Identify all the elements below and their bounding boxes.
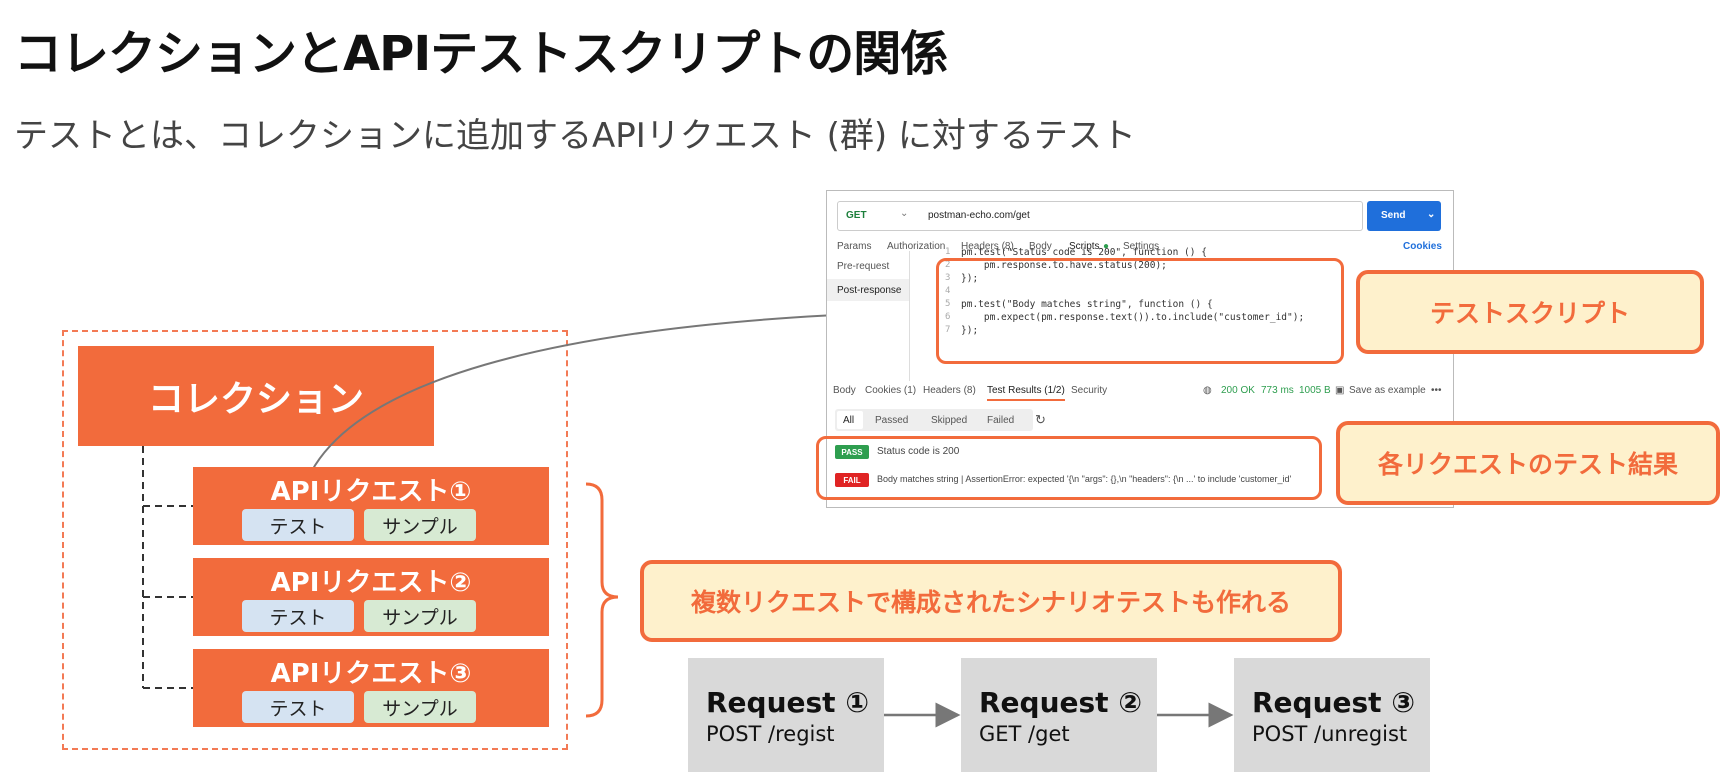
- callout-test-script: テストスクリプト: [1356, 270, 1704, 354]
- tab-headers[interactable]: Headers (8): [961, 241, 1014, 252]
- rtab-body[interactable]: Body: [833, 385, 856, 396]
- api-request-1: APIリクエスト① テスト サンプル: [193, 467, 549, 545]
- url-input[interactable]: postman-echo.com/get: [928, 210, 1030, 221]
- response-time: 773 ms: [1261, 385, 1294, 396]
- rtab-cookies[interactable]: Cookies (1): [865, 385, 917, 396]
- line-number: 7: [945, 325, 951, 335]
- code-line[interactable]: pm.test("Body matches string", function …: [961, 299, 1213, 310]
- line-number: 3: [945, 273, 951, 283]
- result-text: Body matches string | AssertionError: ex…: [877, 474, 1292, 484]
- side-post-response[interactable]: Post-response: [837, 285, 902, 296]
- response-size: 1005 B: [1299, 385, 1331, 396]
- flow-request-endpoint: POST /regist: [706, 722, 835, 746]
- chevron-down-icon[interactable]: ⌄: [900, 208, 909, 219]
- filter-skipped[interactable]: Skipped: [931, 415, 968, 426]
- response-tabs: Body Cookies (1) Headers (8) Test Result…: [827, 385, 1453, 405]
- result-text: Status code is 200: [877, 446, 960, 457]
- cookies-link[interactable]: Cookies: [1403, 241, 1442, 252]
- sample-chip: サンプル: [364, 600, 476, 632]
- tab-params[interactable]: Params: [837, 241, 872, 252]
- refresh-icon[interactable]: ↻: [1035, 412, 1046, 427]
- flow-request-1: Request ① POST /regist: [688, 658, 884, 772]
- line-number: 2: [945, 260, 951, 270]
- save-example-button[interactable]: Save as example: [1349, 385, 1426, 396]
- filter-tabs: All Passed Skipped Failed: [835, 409, 1033, 431]
- test-chip: テスト: [242, 509, 354, 541]
- callout-scenario: 複数リクエストで構成されたシナリオテストも作れる: [640, 560, 1342, 642]
- tab-scripts[interactable]: Scripts: [1069, 241, 1100, 252]
- brace-shape: [585, 482, 619, 718]
- globe-icon: ◍: [1203, 385, 1212, 396]
- test-chip: テスト: [242, 600, 354, 632]
- tab-body[interactable]: Body: [1029, 241, 1052, 252]
- save-icon[interactable]: ▣: [1335, 385, 1345, 396]
- flow-request-endpoint: GET /get: [979, 722, 1070, 746]
- code-line[interactable]: });: [961, 325, 979, 336]
- chevron-down-icon[interactable]: ⌄: [1427, 209, 1436, 220]
- url-bar[interactable]: GET ⌄ postman-echo.com/get: [837, 201, 1363, 231]
- filter-all[interactable]: All: [843, 415, 855, 426]
- flow-request-2: Request ② GET /get: [961, 658, 1157, 772]
- line-number: 5: [945, 299, 951, 309]
- tab-settings[interactable]: Settings: [1123, 241, 1160, 252]
- filter-passed[interactable]: Passed: [875, 415, 909, 426]
- rtab-test-results[interactable]: Test Results (1/2): [987, 385, 1065, 401]
- method-select[interactable]: GET: [846, 210, 867, 221]
- more-icon[interactable]: •••: [1431, 385, 1442, 396]
- callout-test-results: 各リクエストのテスト結果: [1336, 421, 1720, 505]
- fail-badge: FAIL: [835, 473, 869, 487]
- sample-chip: サンプル: [364, 691, 476, 723]
- sample-chip: サンプル: [364, 509, 476, 541]
- send-label: Send: [1381, 210, 1406, 221]
- script-sidebar: Pre-request Post-response: [827, 251, 909, 381]
- pass-badge: PASS: [835, 445, 869, 459]
- page-subtitle: テストとは、コレクションに追加するAPIリクエスト (群) に対するテスト: [14, 116, 1136, 156]
- flow-request-title: Request ③: [1252, 686, 1416, 719]
- api-request-2: APIリクエスト② テスト サンプル: [193, 558, 549, 636]
- api-request-title: APIリクエスト①: [270, 477, 472, 507]
- code-line[interactable]: pm.expect(pm.response.text()).to.include…: [961, 312, 1305, 323]
- line-number: 1: [945, 247, 951, 257]
- test-to-script-arrow: [298, 301, 942, 508]
- line-number: 6: [945, 312, 951, 322]
- send-button[interactable]: Send ⌄: [1367, 201, 1441, 231]
- active-dot-icon: ●: [1103, 241, 1110, 252]
- script-highlight: [936, 258, 1344, 364]
- tab-authorization[interactable]: Authorization: [887, 241, 946, 252]
- page-title: コレクションとAPIテストスクリプトの関係: [14, 26, 948, 82]
- side-pre-request[interactable]: Pre-request: [837, 261, 890, 272]
- rtab-security[interactable]: Security: [1071, 385, 1108, 396]
- test-chip: テスト: [242, 691, 354, 723]
- flow-request-title: Request ②: [979, 686, 1143, 719]
- filter-active-bg: [837, 411, 863, 429]
- flow-request-endpoint: POST /unregist: [1252, 722, 1408, 746]
- divider: [909, 251, 910, 381]
- line-number: 4: [945, 286, 951, 296]
- code-line[interactable]: pm.response.to.have.status(200);: [961, 260, 1167, 271]
- code-line[interactable]: });: [961, 273, 979, 284]
- collection-boundary: [62, 330, 568, 750]
- filter-failed[interactable]: Failed: [987, 415, 1015, 426]
- flow-request-3: Request ③ POST /unregist: [1234, 658, 1430, 772]
- api-request-title: APIリクエスト②: [270, 568, 472, 598]
- collection-header: コレクション: [78, 346, 434, 446]
- flow-request-title: Request ①: [706, 686, 870, 719]
- api-request-3: APIリクエスト③ テスト サンプル: [193, 649, 549, 727]
- results-highlight: [816, 436, 1322, 500]
- side-active-bg: [827, 279, 909, 301]
- status-code: 200 OK: [1221, 385, 1255, 396]
- rtab-headers[interactable]: Headers (8): [923, 385, 976, 396]
- code-line[interactable]: pm.test("Status code is 200", function (…: [961, 247, 1207, 258]
- api-request-title: APIリクエスト③: [270, 659, 472, 689]
